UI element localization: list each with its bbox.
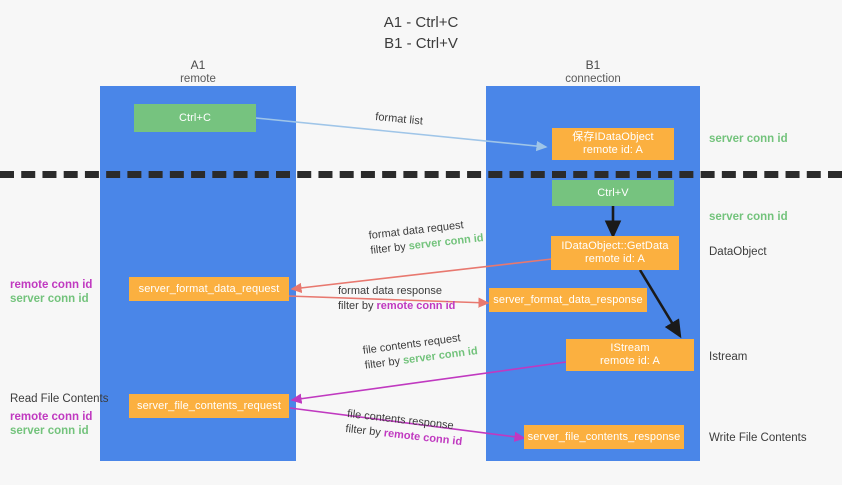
- label-istream: Istream: [709, 351, 748, 363]
- label-read-file-contents: Read File Contents: [10, 393, 109, 405]
- filter-by-prefix: filter by: [364, 354, 404, 372]
- arrow-file-contents-response: [289, 407, 526, 442]
- lane-b1-subtitle: connection: [565, 73, 621, 85]
- label-dataobject: DataObject: [709, 246, 767, 258]
- filter-by-prefix: filter by: [338, 300, 377, 312]
- box-server-format-data-request-label: server_format_data_request: [138, 282, 280, 295]
- label-write-file-contents: Write File Contents: [709, 432, 807, 444]
- box-ctrl-c-label: Ctrl+C: [178, 111, 212, 124]
- lane-a1-name: A1: [190, 58, 206, 72]
- title-line-1: A1 - Ctrl+C: [383, 14, 459, 31]
- filter-key-remote-conn-id: remote conn id: [376, 300, 456, 312]
- box-server-format-data-response[interactable]: server_format_data_response: [489, 288, 647, 312]
- label-conn-id-stack-bottom: remote conn id server conn id: [10, 410, 92, 438]
- arrow-format-data-request: [290, 258, 553, 293]
- lane-b1-name: B1: [585, 58, 601, 72]
- label-server-conn-id-top: server conn id: [709, 133, 788, 145]
- arrow-file-contents-request: [290, 361, 567, 404]
- box-save-idataobject-remote-id: remote id: A: [583, 144, 643, 156]
- arrow-format-list: [255, 117, 548, 152]
- box-istream-remote-id: remote id: A: [600, 355, 660, 367]
- label-server-conn-id-mid: server conn id: [709, 211, 788, 223]
- arrow-format-data-response: [287, 295, 490, 308]
- box-istream[interactable]: IStream remote id: A: [566, 339, 694, 371]
- caption-format-data-response-line1: format data response: [338, 285, 442, 297]
- box-save-idataobject-label: 保存IDataObject: [572, 131, 654, 143]
- filter-by-prefix: filter by: [369, 240, 410, 257]
- box-ctrl-v[interactable]: Ctrl+V: [552, 180, 674, 206]
- box-idataobject-getdata[interactable]: IDataObject::GetData remote id: A: [551, 236, 679, 270]
- label-remote-conn-id-2: remote conn id: [10, 411, 93, 423]
- box-server-file-contents-response[interactable]: server_file_contents_response: [524, 425, 684, 449]
- page-title: A1 - Ctrl+C B1 - Ctrl+V: [0, 12, 842, 54]
- box-ctrl-v-label: Ctrl+V: [597, 186, 629, 199]
- lane-header-b1: B1 connection: [486, 58, 700, 86]
- arrow-getdata-istream: [638, 269, 682, 339]
- box-server-file-contents-request-label: server_file_contents_request: [136, 399, 282, 412]
- title-line-2: B1 - Ctrl+V: [384, 35, 458, 52]
- box-save-idataobject[interactable]: 保存IDataObject remote id: A: [552, 128, 674, 160]
- box-server-format-data-response-label: server_format_data_response: [493, 293, 643, 306]
- filter-by-prefix: filter by: [344, 422, 385, 440]
- phase-separator: [0, 171, 842, 178]
- caption-format-data-response: format data response filter by remote co…: [338, 284, 455, 314]
- box-server-format-data-request[interactable]: server_format_data_request: [129, 277, 289, 301]
- box-getdata-label: IDataObject::GetData: [561, 240, 669, 252]
- label-conn-id-stack-top: remote conn id server conn id: [10, 278, 92, 306]
- caption-format-data-response-line2: filter by remote conn id: [338, 299, 455, 314]
- label-server-conn-id-2: server conn id: [10, 425, 89, 437]
- lane-header-a1: A1 remote: [100, 58, 296, 86]
- box-getdata-remote-id: remote id: A: [585, 253, 645, 265]
- box-server-file-contents-request[interactable]: server_file_contents_request: [129, 394, 289, 418]
- box-server-file-contents-response-label: server_file_contents_response: [527, 430, 681, 443]
- box-ctrl-c[interactable]: Ctrl+C: [134, 104, 256, 132]
- box-istream-label: IStream: [610, 342, 650, 354]
- label-server-conn-id-1: server conn id: [10, 293, 89, 305]
- label-remote-conn-id-1: remote conn id: [10, 279, 93, 291]
- lane-a1-subtitle: remote: [180, 73, 216, 85]
